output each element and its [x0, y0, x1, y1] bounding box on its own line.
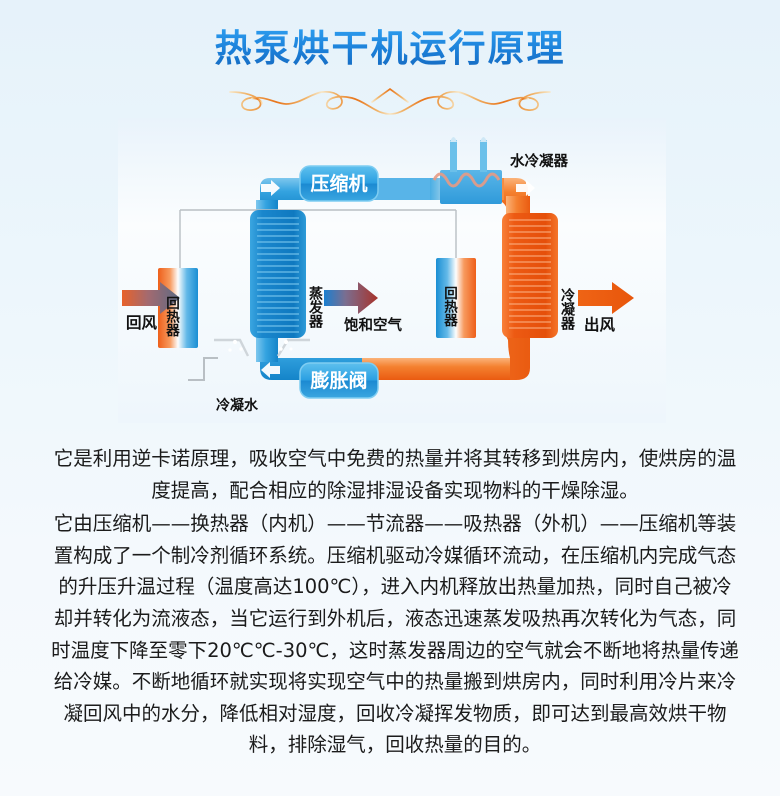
ornamental-divider-icon	[0, 82, 780, 126]
page-title: 热泵烘干机运行原理	[214, 27, 566, 70]
regenerator-right	[436, 258, 476, 338]
paragraph-2: 它由压缩机——换热器（内机）——节流器——吸热器（外机）——压缩机等装置构成了一…	[51, 512, 739, 757]
flow-arrow-condenser	[516, 180, 535, 196]
evaporator-label: 蒸发器	[307, 285, 324, 329]
pipe-condenser-to-expansion-valve	[354, 336, 530, 380]
condensate-label: 冷凝水	[216, 397, 259, 414]
capillary-lines	[179, 209, 457, 270]
condenser-coil	[502, 180, 558, 338]
saturated-air-label: 饱和空气	[344, 316, 402, 334]
page-title-container: 热泵烘干机运行原理	[0, 18, 780, 72]
heat-pump-cycle-diagram: 压缩机 膨胀阀 水冷凝器 回风 饱和空气 出风 冷凝水 蒸发器 冷凝器 回热器 …	[118, 118, 666, 423]
supply-air-label: 出风	[584, 315, 616, 334]
flow-arrow-down	[261, 362, 280, 378]
regenerator-right-label: 回热器	[441, 286, 459, 328]
compressor-label-pill: 压缩机	[299, 165, 379, 202]
expansion-valve-label-pill: 膨胀阀	[299, 362, 379, 399]
flow-arrow-up	[261, 180, 280, 196]
condenser-label: 冷凝器	[559, 287, 576, 331]
water-condenser-label: 水冷凝器	[510, 152, 568, 170]
pipe-compressor-right	[368, 178, 434, 200]
compressor-label: 压缩机	[310, 172, 367, 195]
expansion-valve-label: 膨胀阀	[309, 369, 367, 392]
paragraph-1: 它是利用逆卡诺原理，吸收空气中免费的热量并将其转移到烘房内，使烘房的温度提高，配…	[53, 447, 737, 502]
supply-air-arrow	[578, 282, 634, 314]
evaporator-coil	[250, 180, 306, 378]
description-text: 它是利用逆卡诺原理，吸收空气中免费的热量并将其转移到烘房内，使烘房的温度提高，配…	[50, 443, 740, 761]
water-condenser-unit	[432, 137, 502, 204]
saturated-air-arrow	[324, 282, 378, 314]
regenerator-left	[158, 268, 198, 348]
regenerator-left-label: 回热器	[163, 296, 181, 338]
return-air-label: 回风	[126, 314, 158, 332]
condensate-tray	[188, 338, 310, 381]
return-air-arrow	[122, 282, 180, 314]
